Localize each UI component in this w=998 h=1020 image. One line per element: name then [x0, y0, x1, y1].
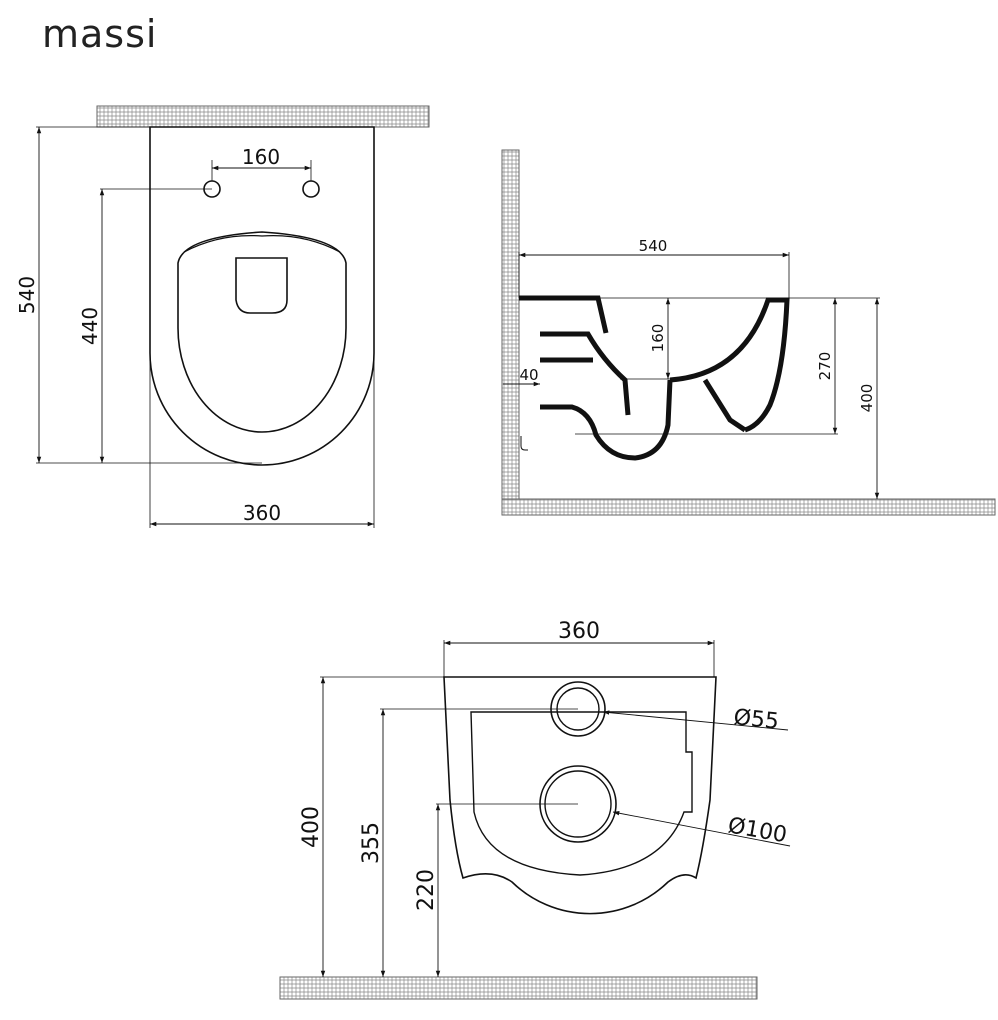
bowl-foot [702, 378, 747, 433]
dim-label-360-back: 360 [558, 619, 600, 644]
flush-opening [235, 257, 288, 314]
dim-label-270-side: 270 [816, 352, 834, 381]
leader-100 [612, 811, 791, 847]
dim-label-220-back: 220 [414, 869, 439, 911]
wall-hatch-top [96, 105, 430, 128]
bowl-outline-top [149, 126, 375, 466]
inlet-channel [540, 331, 631, 416]
dim-label-400-side: 400 [858, 384, 876, 413]
seat-outline [177, 231, 347, 433]
dim-label-440: 440 [78, 307, 102, 345]
dim-label-diameter-100: Ø100 [726, 813, 789, 848]
dim-label-400-back: 400 [299, 806, 324, 848]
floor-hatch-side [501, 498, 996, 516]
brand-logo: massi [42, 12, 158, 56]
bowl-top-rim [519, 295, 609, 334]
dim-label-540: 540 [15, 276, 39, 314]
side-view: 540 160 270 400 40 [501, 149, 996, 516]
back-view: 360 400 355 220 Ø55 Ø100 [279, 619, 791, 1000]
seat-rim [183, 234, 341, 253]
dim-label-540-side: 540 [639, 237, 668, 255]
bowl-inner-curve [669, 297, 790, 433]
outlet-trap [540, 379, 673, 461]
dim-label-160: 160 [242, 145, 280, 169]
leader-55 [602, 710, 789, 731]
dim-label-355-back: 355 [359, 822, 384, 864]
back-outline [443, 676, 717, 915]
dim-label-40-side: 40 [519, 366, 538, 384]
dim-label-160-side: 160 [649, 324, 667, 353]
dim-label-diameter-55: Ø55 [732, 705, 780, 735]
hook-detail [520, 436, 528, 451]
top-view: 540 440 160 360 [15, 105, 430, 528]
wall-hatch-side [501, 149, 520, 516]
back-inner-outline [470, 711, 693, 876]
floor-hatch-back [279, 976, 758, 1000]
dim-label-360: 360 [243, 501, 281, 525]
fixing-hole-right [302, 180, 320, 198]
